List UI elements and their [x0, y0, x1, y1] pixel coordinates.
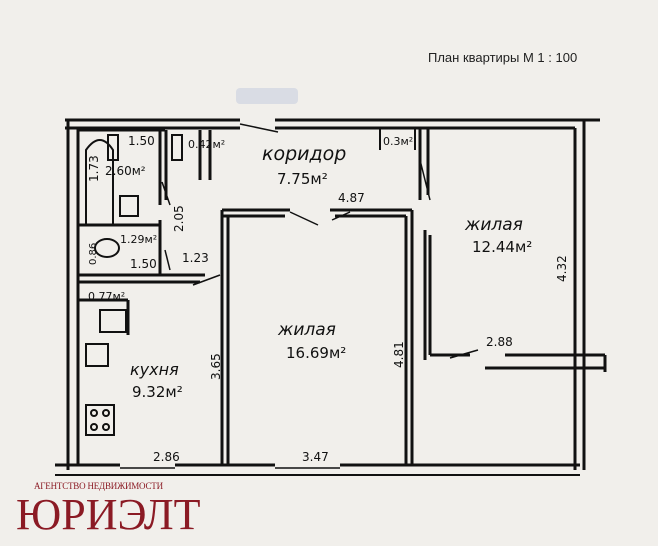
- fridge-icon: [85, 343, 109, 367]
- dim-label: 1.73: [87, 155, 101, 182]
- kitchen-sink-icon: [99, 309, 127, 333]
- dim-label: 2.86: [153, 450, 180, 464]
- living-center-name: жилая: [277, 320, 336, 340]
- bathtub-icon: [85, 139, 114, 226]
- bathroom-area: 2.60м²: [105, 164, 146, 178]
- washbasin-icon: [119, 195, 139, 217]
- kitchen-name: кухня: [130, 360, 179, 379]
- closet-top-area: 0.42м²: [188, 138, 225, 151]
- toilet-area: 1.29м²: [120, 233, 157, 246]
- corridor-name: коридор: [262, 143, 346, 165]
- walls: [55, 118, 607, 476]
- living-right-name: жилая: [464, 215, 523, 235]
- toilet-icon: [94, 238, 120, 258]
- dim-label: 1.23: [182, 251, 209, 265]
- door-swings: [161, 123, 479, 359]
- dim-label: 1.50: [128, 134, 155, 148]
- plan-title: План квартиры М 1 : 100: [428, 50, 578, 65]
- dim-label: 4.81: [392, 341, 406, 368]
- fixtures: [85, 134, 183, 436]
- dim-label: 3.65: [209, 353, 223, 380]
- closet-right-area: 0.3м²: [383, 135, 413, 148]
- dim-label: 4.32: [555, 255, 569, 282]
- redacted-area: [236, 88, 298, 104]
- dim-label: 2.05: [172, 205, 186, 232]
- closet-kitchen-area: 0.77м²: [88, 290, 125, 303]
- closet-shelf-icon: [171, 134, 183, 161]
- kitchen-area: 9.32м²: [132, 383, 183, 401]
- living-center-area: 16.69м²: [286, 344, 346, 362]
- dim-label: 3.47: [302, 450, 329, 464]
- dim-label: 0.86: [88, 243, 99, 265]
- corridor-area: 7.75м²: [277, 170, 328, 188]
- living-right-area: 12.44м²: [472, 238, 532, 256]
- stove-icon: [85, 404, 115, 436]
- dimension-labels: 1.50 1.73 2.05 0.86 1.50 1.23 4.87 4.32 …: [87, 134, 569, 464]
- dim-label: 2.88: [486, 335, 513, 349]
- dim-label: 1.50: [130, 257, 157, 271]
- agency-logo: ЮРИЭЛТ: [16, 490, 201, 539]
- dim-label: 4.87: [338, 191, 365, 205]
- agency-subtitle: АГЕНТСТВО НЕДВИЖИМОСТИ: [34, 481, 163, 491]
- cabinet-icon: [107, 134, 119, 161]
